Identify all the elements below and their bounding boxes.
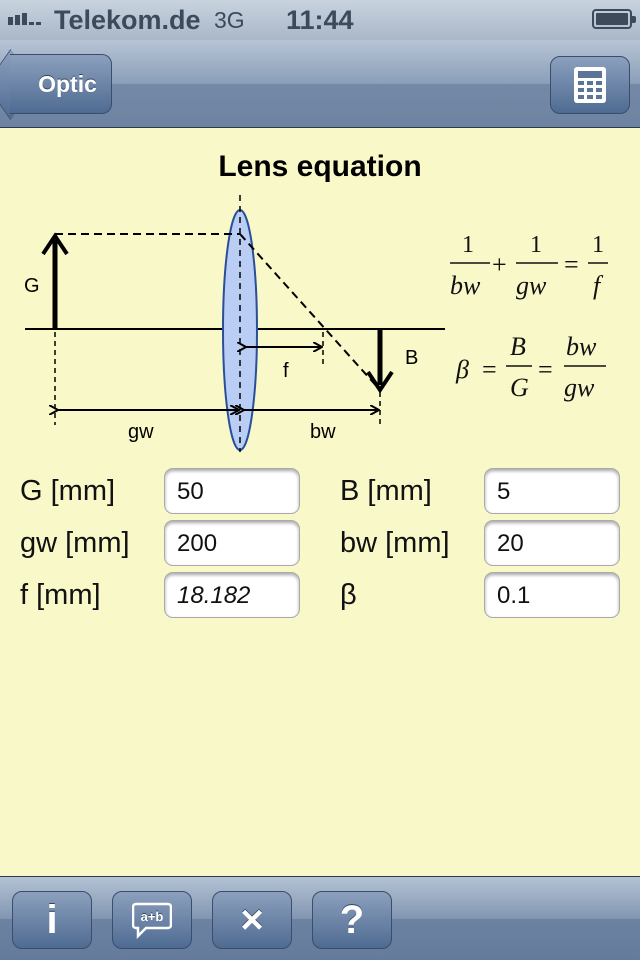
- svg-text:=: =: [564, 250, 579, 279]
- bottom-toolbar: i a+b × ?: [0, 876, 640, 960]
- battery-icon: [592, 9, 636, 29]
- input-B[interactable]: 5: [484, 468, 620, 514]
- page-title: Lens equation: [218, 150, 422, 183]
- row-G-B: G [mm] 50 B [mm] 5: [0, 468, 640, 518]
- row-f-beta: f [mm] 18.182 β 0.1: [0, 572, 640, 622]
- formula-button[interactable]: a+b: [112, 891, 192, 949]
- status-bar: Telekom.de 3G 11:44: [0, 0, 640, 40]
- svg-text:=: =: [538, 355, 553, 384]
- clock: 11:44: [286, 5, 354, 35]
- svg-text:1: 1: [530, 232, 542, 258]
- label-bw: bw: [310, 421, 336, 443]
- svg-text:β: β: [455, 355, 469, 384]
- calculator-icon: [574, 67, 606, 103]
- info-icon: i: [46, 897, 58, 942]
- label-bw-mm: bw [mm]: [340, 527, 450, 559]
- label-gw: gw: [128, 421, 154, 443]
- label-G: G: [24, 275, 40, 297]
- input-beta[interactable]: 0.1: [484, 572, 620, 618]
- input-gw[interactable]: 200: [164, 520, 300, 566]
- svg-text:+: +: [492, 250, 507, 279]
- calculator-button[interactable]: [550, 56, 630, 114]
- svg-text:bw: bw: [450, 271, 481, 300]
- clear-button[interactable]: ×: [212, 891, 292, 949]
- back-button[interactable]: Optic: [10, 54, 112, 114]
- help-icon: ?: [339, 897, 365, 942]
- label-G-mm: G [mm]: [20, 475, 116, 507]
- svg-text:1: 1: [592, 232, 604, 258]
- label-B-mm: B [mm]: [340, 475, 432, 507]
- lens-diagram: G B f gw bw: [24, 195, 445, 452]
- signal-strength-icon: [8, 13, 41, 25]
- formula-bubble-icon: a+b: [132, 902, 172, 939]
- svg-text:f: f: [593, 271, 604, 300]
- back-button-label: Optic: [38, 70, 97, 97]
- label-gw-mm: gw [mm]: [20, 527, 130, 559]
- label-f: f: [283, 360, 289, 382]
- network-type: 3G: [214, 7, 245, 33]
- help-button[interactable]: ?: [312, 891, 392, 949]
- svg-text:=: =: [482, 355, 497, 384]
- svg-text:1: 1: [462, 232, 474, 258]
- navigation-bar: Optic: [0, 40, 640, 128]
- label-beta: β: [340, 579, 357, 611]
- svg-text:B: B: [510, 332, 526, 361]
- row-gw-bw: gw [mm] 200 bw [mm] 20: [0, 520, 640, 570]
- input-G[interactable]: 50: [164, 468, 300, 514]
- svg-text:G: G: [510, 373, 529, 402]
- svg-text:a+b: a+b: [141, 909, 164, 924]
- lens-formulas: 1 bw + 1 gw = 1 f β = B G = bw gw: [450, 232, 608, 402]
- svg-text:bw: bw: [566, 332, 597, 361]
- input-bw[interactable]: 20: [484, 520, 620, 566]
- label-f-mm: f [mm]: [20, 579, 101, 611]
- label-B: B: [405, 347, 418, 369]
- close-icon: ×: [240, 897, 264, 942]
- svg-text:gw: gw: [564, 373, 595, 402]
- input-f[interactable]: 18.182: [164, 572, 300, 618]
- info-button[interactable]: i: [12, 891, 92, 949]
- svg-text:gw: gw: [516, 271, 547, 300]
- carrier-name: Telekom.de: [54, 5, 201, 35]
